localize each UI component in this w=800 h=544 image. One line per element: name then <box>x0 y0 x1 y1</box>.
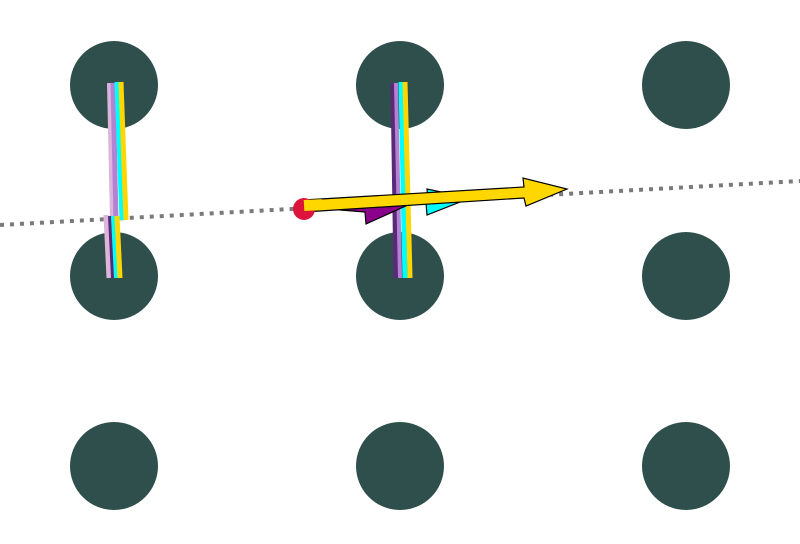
arrow-tail-overlay <box>303 199 323 211</box>
left-lower-bar-purple <box>108 215 115 279</box>
left-upper-bar-cyan <box>114 81 125 221</box>
yellow-arrow <box>303 177 569 213</box>
left-upper-bar-violet <box>110 82 119 221</box>
grid-node-r3-c2 <box>356 422 444 510</box>
left-upper-bar-yellow <box>118 81 129 221</box>
grid-node-r3-c3 <box>642 422 730 510</box>
vector-arrows <box>303 177 569 225</box>
grid-node-r2-c3 <box>642 232 730 320</box>
middle-bar-purple <box>390 82 399 279</box>
link-bars <box>103 81 413 279</box>
left-lower-bar-cyan <box>111 215 118 279</box>
grid-node-r3-c1 <box>70 422 158 510</box>
left-lower-bar-yellow <box>114 215 123 279</box>
middle-bar-yellow <box>402 81 413 279</box>
middle-bar-cyan <box>398 81 408 279</box>
left-upper-bar-lavender <box>107 82 116 221</box>
anchor-point-group <box>293 198 323 220</box>
grid-node-r1-c3 <box>642 41 730 129</box>
middle-bar-violet <box>394 82 402 279</box>
left-lower-bar-lavender <box>103 214 112 279</box>
